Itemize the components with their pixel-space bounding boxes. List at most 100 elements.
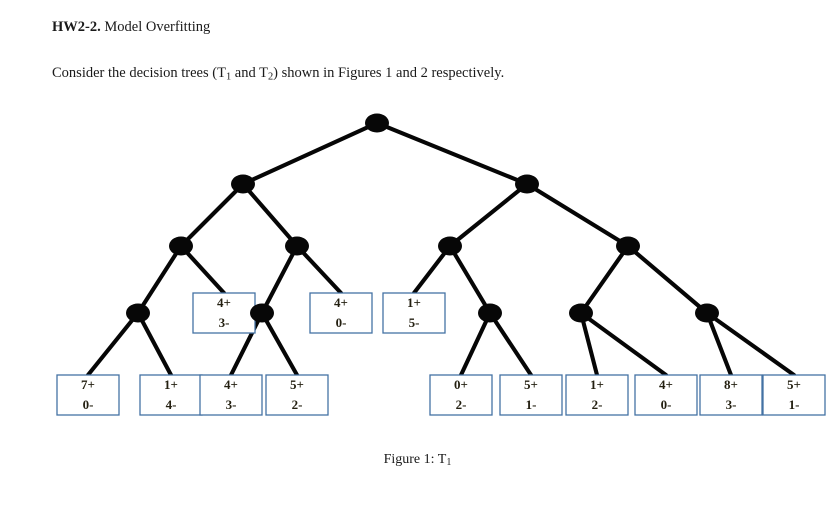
edge-LLL-box4 <box>85 310 141 378</box>
edge-R-RL <box>447 181 530 249</box>
edge-LLL-box5 <box>135 310 174 378</box>
leaf-box-4p-0m-negative-count: 0- <box>336 315 347 330</box>
figure-caption-subscript: 1 <box>446 457 452 469</box>
leaf-box-4p-0m-2-positive-count: 4+ <box>659 377 673 392</box>
tree-leaf-boxes-layer: 4+3-4+0-1+5-7+0-1+4-4+3-5+2-0+2-5+1-1+2-… <box>56 292 826 416</box>
homework-label: HW2-2. <box>52 19 101 35</box>
level4-node-3 <box>478 303 502 323</box>
leaf-box-1p-5m-negative-count: 5- <box>409 315 420 330</box>
level3-node-2 <box>285 236 309 256</box>
figure-1-decision-tree: 4+3-4+0-1+5-7+0-1+4-4+3-5+2-0+2-5+1-1+2-… <box>0 95 835 435</box>
edge-LRL-box6 <box>228 310 265 378</box>
leaf-box-5p-1m-rect <box>499 374 563 416</box>
edge-LL-LLL <box>135 243 184 316</box>
edge-RRL-box10 <box>578 310 600 378</box>
body-text-mid: and T <box>231 64 268 81</box>
leaf-box-1p-2m-rect <box>565 374 629 416</box>
leaf-box-4p-0m-rect <box>309 292 373 334</box>
level4-node-1 <box>126 303 150 323</box>
leaf-box-0p-2m-positive-count: 0+ <box>454 377 468 392</box>
leaf-box-1p-2m-positive-count: 1+ <box>590 377 604 392</box>
leaf-box-7p-0m-rect <box>56 374 120 416</box>
tree-nodes-layer <box>126 113 719 323</box>
edge-RR-RRR <box>625 243 710 316</box>
leaf-box-5p-1m-2-rect <box>762 374 826 416</box>
level2-right-node <box>515 174 539 194</box>
leaf-box-4p-0m: 4+0- <box>309 292 373 334</box>
figure-caption-text: Figure 1: T <box>383 452 447 467</box>
leaf-box-1p-4m: 1+4- <box>139 374 203 416</box>
figure-caption: Figure 1: T1 <box>0 452 835 468</box>
edge-R-RR <box>524 181 631 249</box>
leaf-box-2p-3m-positive-count: 4+ <box>217 295 231 310</box>
leaf-box-4p-3m-rect <box>199 374 263 416</box>
edge-RRR-box12 <box>704 310 734 378</box>
edge-RL-RLR <box>447 243 493 316</box>
leaf-box-4p-3m-positive-count: 4+ <box>224 377 238 392</box>
leaf-box-0p-2m-negative-count: 2- <box>456 397 467 412</box>
leaf-box-4p-0m-2: 4+0- <box>634 374 698 416</box>
leaf-box-5p-1m-2-negative-count: 1- <box>789 397 800 412</box>
leaf-box-5p-1m-2-positive-count: 5+ <box>787 377 801 392</box>
leaf-box-5p-2m-negative-count: 2- <box>292 397 303 412</box>
edge-LRL-box7 <box>259 310 300 378</box>
leaf-box-5p-2m-positive-count: 5+ <box>290 377 304 392</box>
level3-node-4 <box>616 236 640 256</box>
leaf-box-5p-1m-negative-count: 1- <box>526 397 537 412</box>
leaf-box-1p-5m-positive-count: 1+ <box>407 295 421 310</box>
edge-RLR-box8 <box>458 310 493 378</box>
leaf-box-7p-0m-positive-count: 7+ <box>81 377 95 392</box>
leaf-box-0p-2m: 0+2- <box>429 374 493 416</box>
edge-LL-box1 <box>178 243 227 296</box>
leaf-box-2p-3m: 4+3- <box>192 292 256 334</box>
edge-L-LL <box>178 181 246 249</box>
leaf-box-7p-0m: 7+0- <box>56 374 120 416</box>
root-node <box>365 113 389 133</box>
level4-node-4 <box>569 303 593 323</box>
edge-LR-box2 <box>294 243 344 296</box>
leaf-box-5p-2m-rect <box>265 374 329 416</box>
edge-RR-RRL <box>578 243 631 316</box>
leaf-box-4p-3m: 4+3- <box>199 374 263 416</box>
leaf-box-1p-2m-negative-count: 2- <box>592 397 603 412</box>
leaf-box-4p-0m-2-rect <box>634 374 698 416</box>
leaf-box-4p-3m-negative-count: 3- <box>226 397 237 412</box>
tree-edges-layer <box>85 120 797 378</box>
question-text-block: HW2-2. Model Overfitting Consider the de… <box>52 18 792 84</box>
level3-node-3 <box>438 236 462 256</box>
leaf-box-8p-3m: 8+3- <box>699 374 763 416</box>
edge-RRL-box11 <box>578 310 669 378</box>
leaf-box-1p-4m-negative-count: 4- <box>166 397 177 412</box>
level2-left-node <box>231 174 255 194</box>
body-text-pre: Consider the decision trees (T <box>52 64 226 81</box>
question-body: Consider the decision trees (T1 and T2) … <box>52 64 792 84</box>
edge-RRR-box13 <box>704 310 797 378</box>
leaf-box-8p-3m-positive-count: 8+ <box>724 377 738 392</box>
leaf-box-8p-3m-negative-count: 3- <box>726 397 737 412</box>
leaf-box-4p-0m-2-negative-count: 0- <box>661 397 672 412</box>
edge-RLR-box9 <box>487 310 534 378</box>
leaf-box-5p-1m-positive-count: 5+ <box>524 377 538 392</box>
homework-title-text: Model Overfitting <box>104 19 211 35</box>
leaf-box-7p-0m-negative-count: 0- <box>83 397 94 412</box>
decision-tree-diagram: 4+3-4+0-1+5-7+0-1+4-4+3-5+2-0+2-5+1-1+2-… <box>56 113 826 416</box>
edge-LR-LRL <box>259 243 300 316</box>
leaf-box-4p-0m-positive-count: 4+ <box>334 295 348 310</box>
tree-subscript-2: 2 <box>267 70 274 82</box>
leaf-box-1p-4m-positive-count: 1+ <box>164 377 178 392</box>
leaf-box-1p-5m-rect <box>382 292 446 334</box>
level4-node-5 <box>695 303 719 323</box>
leaf-box-2p-3m-negative-count: 3- <box>219 315 230 330</box>
edge-L-LR <box>240 181 300 249</box>
edge-root-left <box>240 120 380 187</box>
leaf-box-5p-1m-2: 5+1- <box>762 374 826 416</box>
leaf-box-1p-5m: 1+5- <box>382 292 446 334</box>
leaf-box-5p-1m: 5+1- <box>499 374 563 416</box>
body-text-post: ) shown in Figures 1 and 2 respectively. <box>273 64 505 81</box>
level3-node-1 <box>169 236 193 256</box>
page-title: HW2-2. Model Overfitting <box>52 18 792 38</box>
leaf-box-1p-2m: 1+2- <box>565 374 629 416</box>
leaf-box-5p-2m: 5+2- <box>265 374 329 416</box>
tree-subscript-1: 1 <box>225 70 232 82</box>
